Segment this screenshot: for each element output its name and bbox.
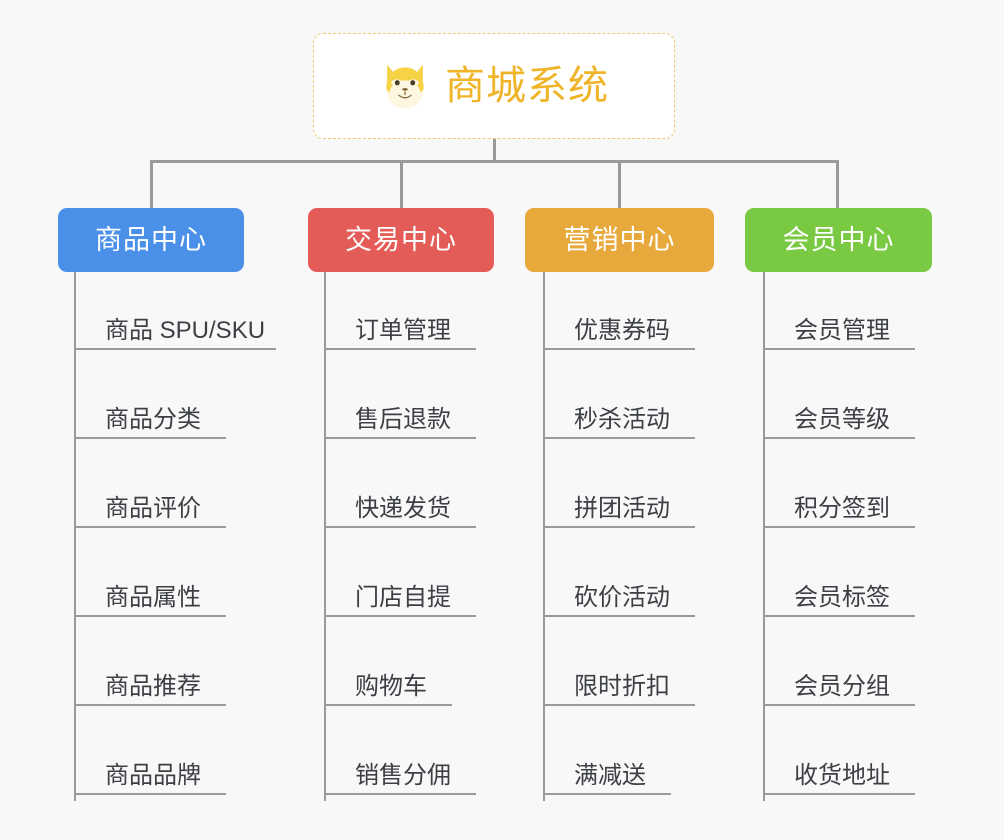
column-spine-3 [543, 272, 545, 801]
leaf-underline [324, 526, 476, 528]
leaf-underline [543, 704, 695, 706]
leaf-label: 商品 SPU/SKU [105, 316, 266, 344]
category-header-label: 会员中心 [782, 224, 895, 255]
leaf-underline [763, 793, 915, 795]
leaf-label: 砍价活动 [574, 583, 670, 611]
leaf-label: 快递发货 [355, 494, 451, 522]
leaf-label: 会员分组 [794, 672, 890, 700]
column-spine-2 [324, 272, 326, 801]
root-node[interactable]: 商城系统 [313, 33, 675, 139]
root-stem-connector [493, 139, 496, 162]
leaf-label: 商品评价 [105, 494, 201, 522]
category-header-4[interactable]: 会员中心 [745, 208, 932, 272]
drop-connector-2 [400, 160, 403, 208]
leaf-label: 购物车 [355, 672, 427, 700]
leaf-underline [543, 526, 695, 528]
leaf-underline [763, 615, 915, 617]
leaf-label: 商品推荐 [105, 672, 201, 700]
leaf-underline [324, 437, 476, 439]
drop-connector-3 [618, 160, 621, 208]
leaf-label: 会员管理 [794, 316, 890, 344]
leaf-underline [324, 615, 476, 617]
leaf-label: 优惠券码 [574, 316, 670, 344]
leaf-label: 订单管理 [355, 316, 451, 344]
category-header-label: 商品中心 [95, 224, 207, 255]
leaf-underline [74, 526, 226, 528]
leaf-label: 销售分佣 [355, 761, 451, 789]
leaf-underline [74, 793, 226, 795]
leaf-label: 限时折扣 [574, 672, 670, 700]
leaf-label: 会员等级 [794, 405, 890, 433]
category-header-2[interactable]: 交易中心 [308, 208, 494, 272]
category-header-3[interactable]: 营销中心 [525, 208, 714, 272]
category-header-1[interactable]: 商品中心 [58, 208, 244, 272]
leaf-label: 秒杀活动 [574, 405, 670, 433]
column-spine-1 [74, 272, 76, 801]
leaf-label: 满减送 [574, 761, 646, 789]
leaf-underline [543, 615, 695, 617]
leaf-underline [763, 348, 915, 350]
leaf-label: 拼团活动 [574, 494, 670, 522]
drop-connector-4 [836, 160, 839, 208]
leaf-underline [74, 348, 276, 350]
leaf-label: 商品属性 [105, 583, 201, 611]
leaf-underline [74, 437, 226, 439]
column-spine-4 [763, 272, 765, 801]
leaf-underline [74, 615, 226, 617]
leaf-underline [763, 526, 915, 528]
leaf-label: 商品分类 [105, 405, 201, 433]
shiba-dog-icon [386, 64, 424, 109]
drop-connector-1 [150, 160, 153, 208]
leaf-underline [763, 704, 915, 706]
leaf-label: 售后退款 [355, 405, 451, 433]
leaf-underline [543, 348, 695, 350]
leaf-underline [324, 348, 476, 350]
category-header-label: 营销中心 [563, 224, 676, 255]
leaf-underline [74, 704, 226, 706]
leaf-underline [324, 793, 476, 795]
category-header-label: 交易中心 [345, 224, 457, 255]
leaf-underline [763, 437, 915, 439]
leaf-label: 收货地址 [794, 761, 890, 789]
leaf-label: 门店自提 [355, 583, 451, 611]
leaf-underline [543, 437, 695, 439]
leaf-label: 商品品牌 [105, 761, 201, 789]
leaf-underline [543, 793, 671, 795]
bus-connector [150, 160, 838, 163]
leaf-label: 会员标签 [794, 583, 890, 611]
root-title: 商城系统 [445, 64, 609, 108]
leaf-label: 积分签到 [794, 494, 890, 522]
leaf-underline [324, 704, 452, 706]
